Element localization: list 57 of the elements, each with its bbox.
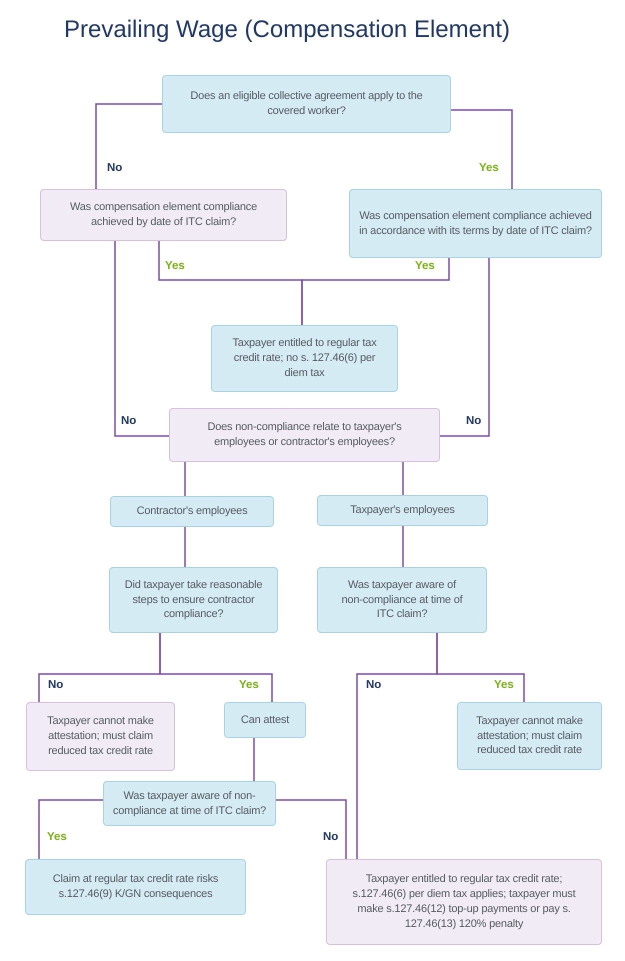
decision-box <box>349 189 602 258</box>
connector-line <box>95 103 162 189</box>
decision-box <box>317 567 487 633</box>
box-text: Was taxpayer aware of non-compliance at time of ITC claim? <box>112 788 267 818</box>
box-text: Claim at regular tax credit rate risks s.127.46(9) K/GN consequences <box>52 872 220 902</box>
edge-label: No <box>106 162 124 174</box>
box-text: Did taxpayer take reasonable steps to ensure contractor compliance? <box>124 578 264 622</box>
box-text: Taxpayer's employees <box>350 503 455 518</box>
decision-box <box>224 702 306 738</box>
box-text: Was compensation element compliance achieved in accordance with its terms by date of ITC claim? <box>358 208 593 238</box>
connector-line <box>253 738 255 782</box>
connector-line <box>184 527 186 568</box>
box-text: Can attest <box>240 712 290 728</box>
decision-box <box>211 325 398 392</box>
edge-label: Yes <box>478 162 500 174</box>
decision-box <box>25 859 246 915</box>
connector-line <box>184 462 186 497</box>
edge-label: Yes <box>46 831 68 843</box>
box-text: Does an eligible collective agreement apply to the covered worker? <box>189 89 424 119</box>
decision-box <box>110 496 274 527</box>
connector-line <box>38 799 103 859</box>
connector-line <box>436 633 525 702</box>
box-text: Taxpayer entitled to regular tax credit rate; no s. 127.46(6) per diem tax <box>231 336 378 381</box>
edge-label: No <box>47 679 64 691</box>
box-text: Taxpayer cannot make attestation; must claim reduced tax credit rate <box>475 714 584 758</box>
decision-box <box>109 567 278 633</box>
edge-label: No <box>465 415 482 427</box>
outcome-box <box>26 702 175 771</box>
diagram-title: Prevailing Wage (Compensation Element) <box>64 16 510 44</box>
edge-label: No <box>322 831 340 843</box>
connector-line <box>440 258 490 437</box>
connector-line <box>276 799 347 859</box>
edge-label: Yes <box>164 260 186 272</box>
outcome-box <box>326 859 602 945</box>
connector-line <box>114 241 169 437</box>
connector-line <box>159 633 273 702</box>
decision-box <box>162 75 451 133</box>
outcome-box <box>169 408 440 462</box>
edge-label: No <box>365 679 382 691</box>
connector-line <box>402 526 404 568</box>
box-text: Taxpayer cannot make attestation; must claim reduced tax credit rate <box>46 714 155 759</box>
connector-line <box>402 462 404 496</box>
box-text: Was taxpayer aware of non-compliance at time of ITC claim? <box>340 578 464 622</box>
connector-line <box>451 109 513 189</box>
decision-box <box>103 781 276 826</box>
edge-label: Yes <box>238 679 260 691</box>
box-text: Was compensation element compliance achieved by date of ITC claim? <box>68 200 258 230</box>
connector-line <box>301 258 450 325</box>
outcome-box <box>40 189 287 241</box>
edge-label: No <box>120 415 138 427</box>
box-text: Contractor's employees <box>136 504 248 519</box>
box-text: Does non-compliance relate to taxpayer's employees or contractor's employees? <box>206 420 403 450</box>
decision-box <box>317 495 488 526</box>
decision-box <box>457 702 602 770</box>
edge-label: Yes <box>493 679 515 691</box>
box-text: Taxpayer entitled to regular tax credit rate; s.127.46(6) per diem tax applies; taxpayer must make s.127.46(12) top-up payments or pay s. 127.46(13) 120% penalty <box>352 872 577 932</box>
edge-label: Yes <box>414 260 436 272</box>
